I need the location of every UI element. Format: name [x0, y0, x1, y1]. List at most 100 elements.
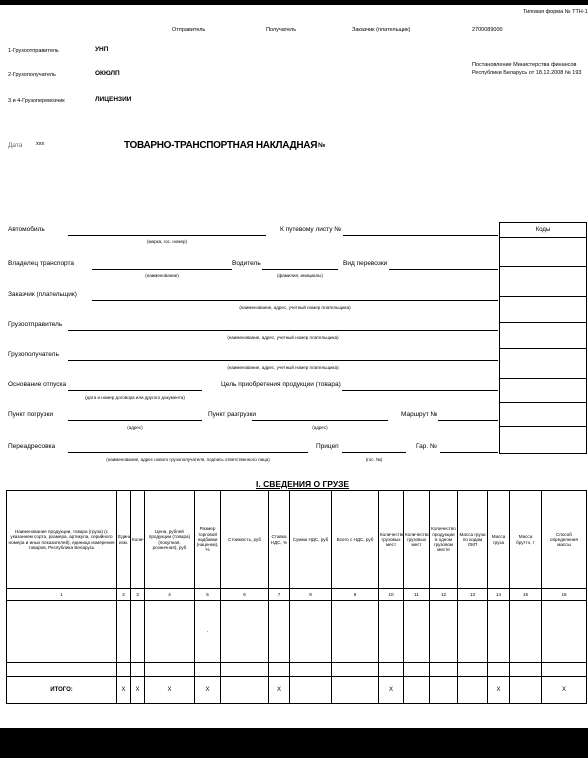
load-point-label: Пункт погрузки	[8, 411, 53, 418]
consignee-label: Грузополучатель	[8, 351, 59, 358]
col-header: Всего с НДС, руб	[331, 490, 379, 589]
x-mark: Х	[378, 676, 404, 704]
consignee-field[interactable]	[68, 360, 498, 361]
col-number: 2	[116, 588, 131, 601]
x-mark: Х	[268, 676, 290, 704]
x-mark: Х	[144, 676, 195, 704]
waybill-field[interactable]	[343, 235, 498, 236]
form-note: Типовая форма № ТТН-1	[523, 9, 588, 15]
col-header: Цена, рублей продукции (товара) (покупна…	[144, 490, 195, 589]
driver-label: Водитель	[232, 260, 261, 267]
customer-caption: (наименование, адрес, учетный номер плат…	[239, 305, 351, 310]
col-number: 16	[541, 588, 587, 601]
unload-caption: (адрес)	[312, 425, 328, 430]
col-header: Наименование продукции, товара (груза) (…	[6, 490, 117, 589]
table-row	[6, 662, 587, 677]
driver-caption: (фамилия, инициалы)	[277, 273, 323, 278]
col-number: 7	[268, 588, 290, 601]
trailer-label: Прицеп	[316, 443, 339, 450]
col-header: Единица изм.	[116, 490, 131, 589]
auto-field[interactable]	[68, 235, 266, 236]
x-mark: Х	[116, 676, 131, 704]
cargo-table: Наименование продукции, товара (груза) (…	[6, 490, 587, 704]
top-border	[0, 0, 588, 5]
codes-title: Коды	[500, 223, 586, 238]
col-number: 6	[220, 588, 269, 601]
owner-caption: (наименование)	[145, 273, 179, 278]
col-number-row: 1 2 3 4 5 6 7 8 9 10 11 12 13 14 15 16	[6, 588, 587, 601]
col-header: Количество продукции в одном грузовом ме…	[429, 490, 458, 589]
copy-sender: Отправитель	[172, 27, 206, 33]
total-row: ИТОГО: Х Х Х Х Х Х Х Х	[6, 676, 587, 704]
shipper-caption: (наименование, адрес, учетный номер плат…	[227, 335, 339, 340]
col-number: 10	[378, 588, 404, 601]
col-header: Количество грузовых мест	[378, 490, 404, 589]
shipper-label: Грузоотправитель	[8, 321, 63, 328]
route-field[interactable]	[438, 420, 498, 421]
col-number: 13	[457, 588, 488, 601]
trailer-caption: (гос. №)	[365, 457, 383, 462]
driver-field[interactable]	[262, 269, 338, 270]
consignee-caption: (наименование, адрес, учетный номер плат…	[227, 365, 339, 370]
okpo-value: ОКЮЛП	[95, 70, 120, 77]
col-number: 5	[194, 588, 221, 601]
readdress-field[interactable]	[68, 452, 308, 453]
trailer-field[interactable]	[342, 452, 406, 453]
table-row: -	[6, 600, 587, 663]
lic-label: 3 и 4-Грузоперевозчик	[8, 98, 65, 104]
col-header: Способ определения массы	[541, 490, 587, 589]
document-title: ТОВАРНО-ТРАНСПОРТНАЯ НАКЛАДНАЯ	[124, 140, 318, 151]
table-header-row: Наименование продукции, товара (груза) (…	[6, 490, 587, 589]
load-caption: (адрес)	[127, 425, 143, 430]
x-mark: Х	[130, 676, 145, 704]
unload-point-label: Пункт разгрузки	[208, 411, 256, 418]
col-header: Количество	[130, 490, 145, 589]
waybill-label: К путевому листу №	[280, 226, 342, 233]
codes-box: Коды	[499, 222, 587, 454]
shipper-field[interactable]	[68, 330, 498, 331]
lic-value: ЛИЦЕНЗИИ	[95, 96, 132, 103]
col-number: 3	[130, 588, 145, 601]
auto-label: Автомобиль	[8, 226, 45, 233]
load-point-field[interactable]	[68, 420, 202, 421]
x-mark: Х	[194, 676, 221, 704]
col-header: Масса груза по кодам ОКП	[457, 490, 488, 589]
col-number: 11	[403, 588, 430, 601]
transport-type-label: Вид перевозки	[343, 260, 388, 267]
col-number: 1	[6, 588, 117, 601]
unload-point-field[interactable]	[252, 420, 388, 421]
customer-field[interactable]	[92, 300, 498, 301]
garage-field[interactable]	[440, 452, 498, 453]
readdress-caption: (наименование, адрес нового грузополучат…	[106, 457, 270, 462]
col-header: Масса груза	[487, 490, 510, 589]
auto-caption: (марка, гос. номер)	[146, 239, 188, 244]
okpo-label: 2-Грузополучатель	[8, 72, 56, 78]
x-mark: Х	[487, 676, 510, 704]
unn-value: УНП	[95, 46, 109, 53]
purpose-label: Цель приобретения продукции (товара)	[221, 381, 341, 388]
customer-label: Заказчик (плательщик)	[8, 291, 77, 298]
col-header: Масса брутто, т	[509, 490, 542, 589]
purpose-field[interactable]	[342, 390, 498, 391]
section-title: I. СВЕДЕНИЯ О ГРУЗЕ	[256, 479, 350, 489]
col-number: 9	[331, 588, 379, 601]
basis-field[interactable]	[68, 390, 202, 391]
date-value: xxx	[36, 141, 45, 147]
readdress-label: Переадресовка	[8, 443, 56, 450]
basis-label: Основание отпуска	[8, 381, 67, 388]
col-number: 4	[144, 588, 195, 601]
owner-field[interactable]	[92, 269, 232, 270]
number-sign: №	[318, 142, 326, 149]
approval-note: Постановление Министерства финансов Респ…	[472, 62, 582, 76]
copy-customer: Заказчик (плательщик)	[352, 27, 411, 33]
col-number: 15	[509, 588, 542, 601]
col-header: Ставка НДС, %	[268, 490, 290, 589]
col-header: Размер торговой надбавки (наценки), %	[194, 490, 221, 589]
transport-type-field[interactable]	[389, 269, 498, 270]
date-label: Дата	[8, 142, 23, 149]
dash-mark[interactable]: -	[194, 600, 221, 663]
route-label: Маршрут №	[401, 411, 438, 418]
col-header: Сумма НДС, руб	[289, 490, 332, 589]
col-number: 12	[429, 588, 458, 601]
col-number: 8	[289, 588, 332, 601]
